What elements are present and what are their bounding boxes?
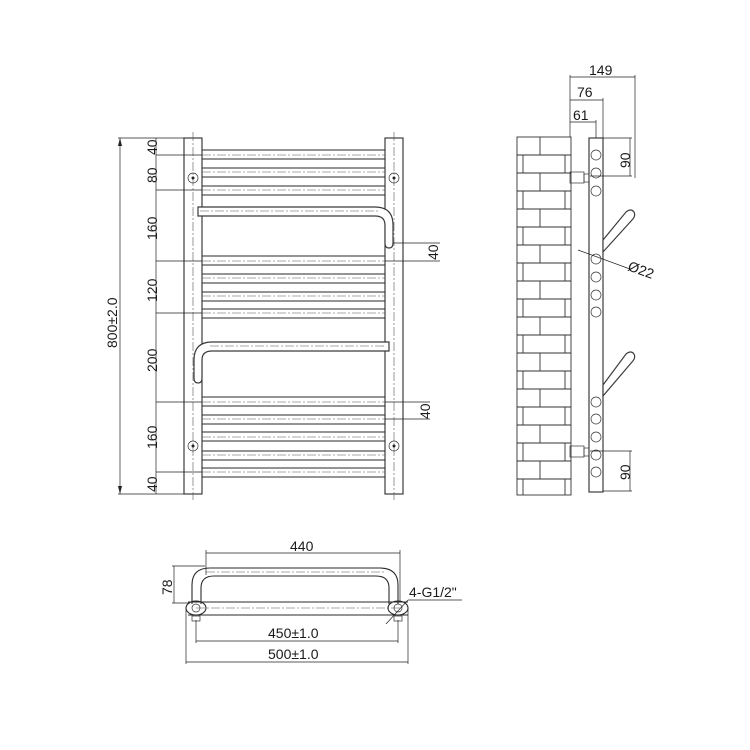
- depth-dimensions: 149 76 61: [569, 62, 636, 178]
- svg-text:78: 78: [159, 579, 175, 595]
- center-distance-dimension: 450±1.0: [195, 620, 399, 643]
- svg-text:61: 61: [573, 107, 589, 123]
- connection-markers: [187, 172, 400, 452]
- overall-width-dimension: 500±1.0: [185, 608, 409, 664]
- svg-text:450±1.0: 450±1.0: [268, 625, 319, 641]
- svg-text:500±1.0: 500±1.0: [268, 646, 319, 662]
- svg-text:80: 80: [144, 167, 160, 183]
- connection-label: 4-G1/2": [385, 584, 462, 625]
- svg-text:160: 160: [144, 425, 160, 449]
- top-swing-bar-inner: [200, 575, 390, 604]
- front-view: 800±2.0 40 80 160 120 200 160 40 40 4: [104, 132, 441, 500]
- rails-middle: [202, 255, 385, 319]
- svg-text:76: 76: [577, 84, 593, 100]
- rails-top: [202, 149, 385, 196]
- pipe-connectors: [185, 600, 409, 622]
- bar-offset-dimensions: 40 40: [385, 242, 441, 420]
- svg-text:90: 90: [617, 464, 633, 480]
- rail-sections: [590, 149, 602, 478]
- bottom-wall-bracket: [569, 445, 585, 458]
- side-view: 149 76 61 90 90 Ø22: [516, 62, 657, 496]
- rails-bottom: [202, 396, 385, 478]
- top-view: 440 78 4-G1/2" 450±1.0 500±1.0: [159, 538, 462, 664]
- svg-text:160: 160: [144, 216, 160, 240]
- lower-swing-bar: [193, 341, 390, 384]
- bar-width-dimension: 440: [205, 538, 401, 602]
- svg-text:Ø22: Ø22: [626, 258, 657, 282]
- brick-wall: [516, 136, 572, 496]
- svg-text:40: 40: [417, 403, 433, 419]
- top-swing-bar-outer: [191, 567, 399, 604]
- bottom-connection-dimension: 90: [590, 450, 633, 492]
- top-connection-dimension: 90: [590, 137, 633, 177]
- upper-swing-bar-side: [602, 209, 636, 254]
- svg-text:40: 40: [144, 476, 160, 492]
- overall-height-dimension: 800±2.0: [104, 137, 184, 495]
- svg-text:40: 40: [144, 139, 160, 155]
- vertical-chain-dimensions: 40 80 160 120 200 160 40: [144, 138, 202, 494]
- diameter-leader: Ø22: [577, 249, 657, 282]
- overall-height-label: 800±2.0: [104, 297, 120, 348]
- svg-text:200: 200: [144, 348, 160, 372]
- lower-swing-bar-side: [602, 351, 636, 398]
- upper-swing-bar: [197, 206, 394, 249]
- svg-text:440: 440: [290, 538, 314, 554]
- svg-text:120: 120: [144, 278, 160, 302]
- svg-text:149: 149: [589, 62, 613, 78]
- svg-text:40: 40: [425, 244, 441, 260]
- bar-depth-dimension: 78: [159, 565, 205, 604]
- top-wall-bracket: [569, 171, 585, 184]
- svg-text:4-G1/2": 4-G1/2": [409, 584, 457, 600]
- svg-text:90: 90: [617, 152, 633, 168]
